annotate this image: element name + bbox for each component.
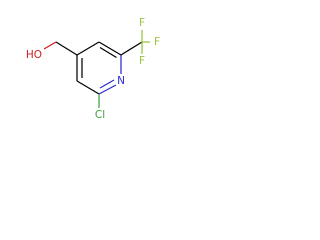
atom-label-fluorine-right: F [154, 36, 160, 48]
bond-n-c6-inner [99, 79, 115, 89]
atom-label-hydroxyl: HO [26, 49, 42, 61]
atom-label-nitrogen: N [117, 75, 125, 87]
structure-diagram: HO N Cl F F F [26, 17, 160, 121]
bond-n-c6 [98, 84, 117, 95]
bond-c6-c5 [76, 80, 100, 95]
bond-c3-c2 [98, 41, 122, 56]
atom-label-chlorine: Cl [95, 109, 105, 121]
atom-label-fluorine-bottom: F [139, 55, 145, 67]
bond-ch2-o [43, 41, 57, 50]
atom-label-fluorine-top: F [139, 17, 145, 29]
bond-c4-ch2 [55, 41, 78, 56]
bond-c3-c2-inner [99, 46, 117, 59]
bond-c2-cf3 [120, 41, 143, 56]
bond-c4-c3 [76, 41, 100, 56]
